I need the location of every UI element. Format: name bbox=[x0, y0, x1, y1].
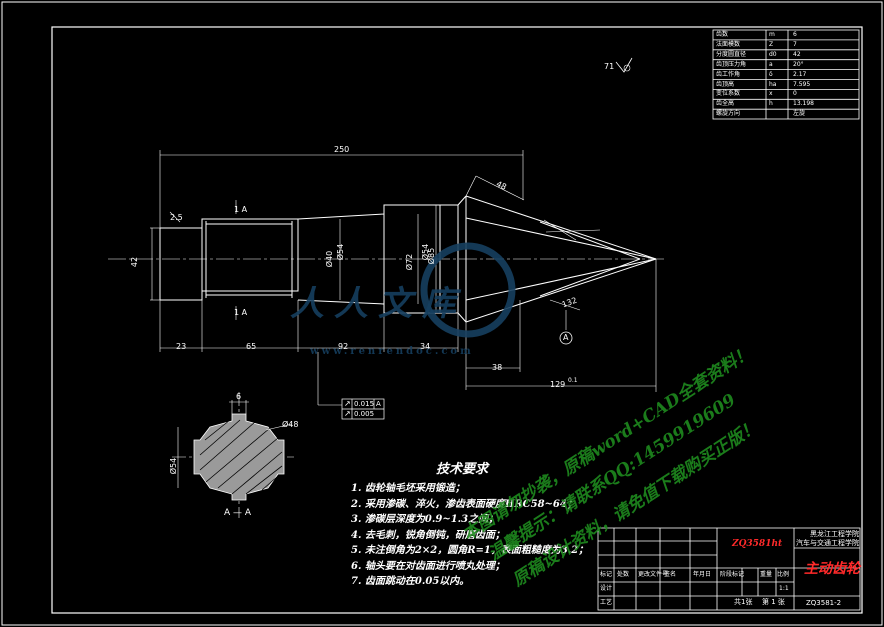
dim-dia-54a: Ø54 bbox=[336, 243, 346, 261]
tb-sheets: 共1张 bbox=[734, 598, 753, 606]
tb-drawing-code: ZQ3581-2 bbox=[806, 599, 842, 607]
param-cell-r7-c2: 13.198 bbox=[793, 100, 814, 108]
tol-row2-value: 0.005 bbox=[354, 410, 375, 418]
tolerance-frame bbox=[341, 398, 385, 420]
tb-design: 设计 bbox=[600, 585, 613, 592]
param-cell-r0-c0: 齿数 bbox=[716, 31, 729, 38]
dim-dia-72: Ø72 bbox=[405, 253, 415, 271]
param-cell-r4-c0: 齿工作角 bbox=[716, 70, 741, 78]
dim-len-23: 23 bbox=[176, 342, 187, 351]
tb-weight: 重量 bbox=[760, 571, 773, 578]
tech-req-item: 7. 齿面跳动在0.05以内。 bbox=[351, 576, 470, 587]
section-mark-bottom: 1 A bbox=[234, 308, 248, 317]
section-view bbox=[172, 392, 294, 518]
param-cell-r3-c1: a bbox=[769, 60, 773, 68]
dim-dia-42: 42 bbox=[130, 256, 140, 268]
shaft-outline bbox=[159, 195, 657, 323]
param-cell-r1-c0: 法面模数 bbox=[716, 40, 741, 48]
param-cell-r3-c2: 20° bbox=[793, 60, 804, 68]
tech-req-item: 4. 去毛刺，锐角倒钝，研磨齿面； bbox=[351, 529, 505, 541]
dept-name: 汽车与交通工程学院 bbox=[796, 539, 859, 547]
roughness-circle bbox=[623, 64, 631, 72]
section-dim-48: Ø48 bbox=[282, 420, 299, 429]
tb-scale-label: 比例 bbox=[777, 571, 790, 578]
part-number: ZQ3581ht bbox=[732, 539, 783, 549]
tech-req-title: 技术要求 bbox=[436, 462, 489, 477]
section-view-label: A — A bbox=[224, 508, 252, 518]
tb-date: 年月日 bbox=[693, 571, 712, 578]
dim-len-38: 38 bbox=[492, 363, 503, 372]
tb-sheet-no: 第 1 张 bbox=[762, 598, 785, 606]
dim-len-92: 92 bbox=[338, 342, 349, 351]
param-cell-r8-c2: 左旋 bbox=[793, 110, 806, 118]
section-dim-6: 6 bbox=[236, 392, 242, 401]
tech-req-item: 5. 未注倒角为2×2，圆角R=1，表面粗糙度为3.2； bbox=[351, 545, 589, 556]
param-cell-r8-c0: 螺旋方向 bbox=[716, 110, 741, 118]
param-cell-r2-c0: 分度圆直径 bbox=[716, 50, 747, 58]
dim-len-129: 129 bbox=[550, 380, 566, 389]
title-block-grid bbox=[597, 527, 861, 611]
logo-url: www.renrendoc.com bbox=[310, 346, 474, 357]
param-cell-r5-c0: 齿顶高 bbox=[716, 80, 735, 88]
param-table bbox=[712, 29, 860, 120]
param-cell-r1-c2: 7 bbox=[793, 40, 797, 48]
dim-dia-54b: Ø54 bbox=[421, 243, 431, 261]
tb-process: 工艺 bbox=[600, 599, 613, 606]
tb-file: 更改文件号 bbox=[638, 571, 669, 578]
roughness-symbol bbox=[615, 57, 633, 73]
logo-ring bbox=[420, 242, 516, 338]
logo-text: 人人文库 bbox=[290, 284, 466, 324]
datum-circle bbox=[559, 331, 573, 345]
tech-req-item: 6. 轴头要在对齿面进行喷丸处理； bbox=[351, 560, 505, 572]
section-mark-top: 1 A bbox=[234, 205, 248, 214]
param-cell-r4-c2: 2.17 bbox=[793, 70, 807, 78]
tb-stage: 阶段标记 bbox=[720, 571, 745, 578]
param-cell-r6-c1: x bbox=[769, 90, 773, 98]
param-cell-r1-c1: Z bbox=[769, 40, 774, 48]
dim-len-34: 34 bbox=[420, 342, 431, 351]
dimension-lines bbox=[150, 150, 657, 406]
tol-row1-value: 0.015 bbox=[354, 400, 375, 408]
tech-req-item: 3. 渗碳层深度为0.9~1.3之间； bbox=[351, 514, 499, 525]
datum-label: A bbox=[563, 333, 569, 342]
param-cell-r0-c2: 6 bbox=[793, 31, 797, 38]
param-cell-r4-c1: δ bbox=[769, 70, 773, 78]
param-cell-r2-c1: d0 bbox=[769, 50, 777, 58]
drawing-name: 主动齿轮 bbox=[804, 561, 860, 577]
dim-overall-length: 250 bbox=[334, 145, 350, 154]
tol-row1-ref: A bbox=[376, 400, 381, 408]
tech-req-item: 2. 采用渗碳、淬火，渗齿表面硬度HRC58~64； bbox=[351, 498, 577, 510]
dim-dia-40: Ø40 bbox=[325, 250, 335, 268]
section-dim-54: Ø54 bbox=[169, 457, 179, 475]
dim-len-129-tol: 0.1 bbox=[568, 377, 578, 384]
param-cell-r2-c2: 42 bbox=[793, 50, 801, 58]
tol-row1-symbol: ↗ bbox=[344, 399, 351, 408]
tb-sign: 签名 bbox=[664, 571, 677, 578]
roughness-value: 71 bbox=[604, 62, 615, 71]
param-cell-r3-c0: 齿顶压力角 bbox=[716, 60, 747, 68]
param-cell-r5-c1: ha bbox=[769, 80, 777, 88]
dim-chamfer: 2.5 bbox=[170, 213, 183, 222]
tb-mark: 标记 bbox=[600, 571, 613, 578]
school-name: 黑龙江工程学院 bbox=[810, 530, 859, 538]
tb-count: 处数 bbox=[617, 571, 630, 578]
param-cell-r6-c2: 0 bbox=[793, 90, 797, 98]
tb-scale-value: 1:1 bbox=[779, 585, 789, 592]
param-cell-r7-c0: 齿全高 bbox=[716, 100, 735, 108]
inner-border bbox=[51, 26, 863, 614]
tech-req-item: 1. 齿轮轴毛坯采用锻造； bbox=[351, 483, 465, 494]
dim-len-65: 65 bbox=[246, 342, 257, 351]
tol-row2-symbol: ↗ bbox=[344, 409, 351, 418]
param-cell-r5-c2: 7.595 bbox=[793, 80, 811, 88]
param-cell-r0-c1: m bbox=[769, 31, 775, 38]
param-cell-r7-c1: h bbox=[769, 100, 773, 108]
param-cell-r6-c0: 变位系数 bbox=[716, 90, 741, 98]
